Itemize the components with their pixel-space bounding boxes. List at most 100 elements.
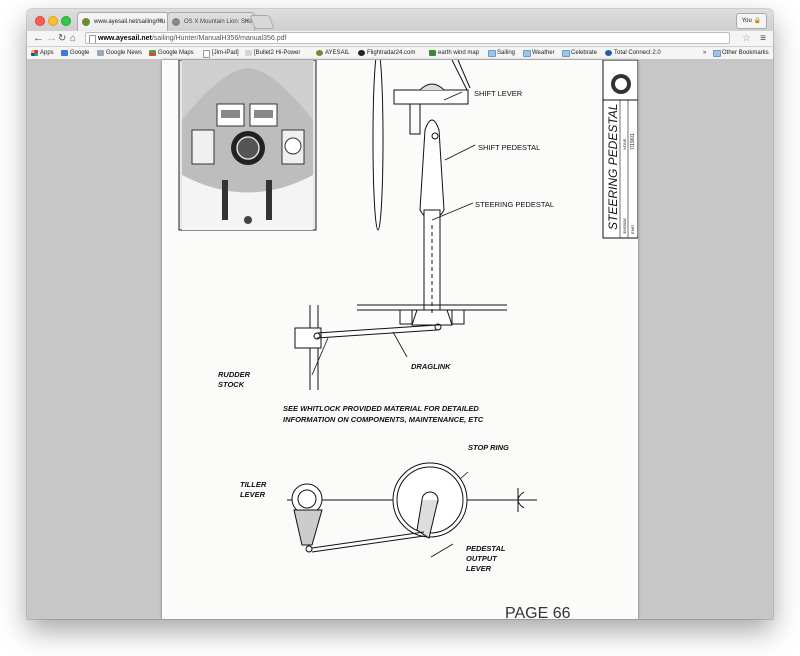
label-steering-pedestal: STEERING PEDESTAL bbox=[475, 200, 554, 209]
label-output: OUTPUT bbox=[466, 554, 498, 563]
bookmark-star-icon[interactable]: ☆ bbox=[742, 33, 751, 44]
bookmark-label: Google bbox=[70, 50, 90, 56]
bookmark-flightradar[interactable]: Flightradar24.com bbox=[358, 47, 415, 59]
folder-icon bbox=[523, 50, 531, 57]
label-stock: STOCK bbox=[218, 380, 245, 389]
overflow-chevron-icon: » bbox=[703, 50, 707, 56]
draglink-drawing bbox=[294, 305, 442, 390]
news-icon bbox=[97, 50, 104, 56]
label-output-lever: LEVER bbox=[466, 564, 492, 573]
tiller-drawing bbox=[287, 462, 537, 553]
bookmarks-overflow-button[interactable]: » bbox=[703, 47, 706, 59]
note-line-2: INFORMATION ON COMPONENTS, MAINTENANCE, … bbox=[283, 415, 484, 424]
bookmark-label: Flightradar24.com bbox=[367, 50, 416, 56]
tab-strip: www.ayesail.net/sailing/Hu ✕ OS X Mounta… bbox=[27, 9, 773, 31]
user-profile-label: You bbox=[741, 18, 752, 24]
title-block bbox=[602, 60, 638, 239]
forward-arrow-icon[interactable]: → bbox=[46, 32, 57, 44]
bookmark-label: AYESAIL bbox=[325, 50, 350, 56]
bookmark-ayesail[interactable]: AYESAIL bbox=[316, 47, 350, 59]
tab-ayesail[interactable]: www.ayesail.net/sailing/Hu ✕ bbox=[77, 12, 169, 31]
bookmark-label: Google Maps bbox=[158, 50, 194, 56]
pdf-viewer[interactable]: SHIFT LEVER SHIFT PEDESTAL STEERING PEDE… bbox=[27, 60, 773, 619]
pdf-page: SHIFT LEVER SHIFT PEDESTAL STEERING PEDE… bbox=[162, 60, 638, 619]
back-arrow-icon[interactable]: ← bbox=[33, 32, 44, 44]
bookmark-google[interactable]: Google bbox=[61, 47, 89, 59]
label-stop-ring: STOP RING bbox=[468, 443, 509, 452]
title-block-dwg-no: 3560008 bbox=[622, 218, 627, 234]
title-block-date: 7/19/01 bbox=[630, 133, 636, 150]
close-window-button[interactable] bbox=[35, 16, 45, 26]
tab-close-icon[interactable]: ✕ bbox=[244, 18, 250, 25]
bookmark-google-news[interactable]: Google News bbox=[97, 47, 142, 59]
bookmark-jim-ipad[interactable]: [Jim-iPad] bbox=[203, 47, 239, 59]
user-profile-button[interactable]: You 🔒 bbox=[735, 13, 767, 29]
bookmark-folder-celebrate[interactable]: Celebrate bbox=[562, 47, 597, 59]
bookmark-google-maps[interactable]: Google Maps bbox=[149, 47, 194, 59]
steering-drawing: SHIFT LEVER SHIFT PEDESTAL STEERING PEDE… bbox=[178, 60, 638, 619]
bookmark-other-bookmarks[interactable]: Other Bookmarks bbox=[713, 47, 769, 59]
bookmark-apps[interactable]: Apps bbox=[31, 47, 54, 59]
tab-label: OS X Mountain Lion: Shor bbox=[184, 19, 254, 25]
bookmark-bullet2[interactable]: [Bullet2 Hi-Power bbox=[245, 47, 300, 59]
tab-os-x[interactable]: OS X Mountain Lion: Shor ✕ bbox=[167, 12, 255, 31]
minimize-window-button[interactable] bbox=[48, 16, 58, 26]
bookmark-label: Other Bookmarks bbox=[722, 50, 769, 56]
page-icon bbox=[89, 35, 96, 43]
new-tab-button[interactable] bbox=[249, 15, 275, 29]
page-icon bbox=[245, 50, 252, 56]
pedestal-drawing bbox=[357, 60, 507, 326]
bookmarks-bar: Apps Google Google News Google Maps [Jim… bbox=[27, 47, 773, 60]
bookmark-label: earth wind map bbox=[438, 50, 480, 56]
plane-icon bbox=[358, 50, 365, 56]
bookmark-label: [Bullet2 Hi-Power bbox=[254, 50, 301, 56]
apps-grid-icon bbox=[31, 50, 38, 56]
menu-icon[interactable]: ≡ bbox=[760, 33, 766, 44]
title-block-title: STEERING PEDESTAL bbox=[606, 104, 620, 230]
map-icon bbox=[429, 50, 436, 56]
bookmark-label: Sailing bbox=[497, 50, 516, 56]
label-shift-lever: SHIFT LEVER bbox=[474, 89, 523, 98]
bookmark-label: Celebrate bbox=[571, 50, 598, 56]
ayesail-icon bbox=[316, 50, 323, 56]
google-icon bbox=[61, 50, 68, 56]
ayesail-favicon-icon bbox=[82, 18, 90, 26]
address-bar[interactable]: www.ayesail.net/sailing/Hunter/ManualH35… bbox=[85, 32, 730, 44]
title-block-scale: NONE bbox=[622, 138, 627, 150]
label-rudder: RUDDER bbox=[218, 370, 251, 379]
cockpit-photo bbox=[178, 60, 317, 231]
note-line-1: SEE WHITLOCK PROVIDED MATERIAL FOR DETAI… bbox=[283, 404, 479, 413]
folder-icon bbox=[562, 50, 570, 57]
leader-lines bbox=[311, 91, 476, 558]
zoom-window-button[interactable] bbox=[61, 16, 71, 26]
tab-label: www.ayesail.net/sailing/Hu bbox=[94, 19, 166, 25]
bookmark-label: Google News bbox=[106, 50, 143, 56]
lock-icon: 🔒 bbox=[753, 18, 761, 24]
bookmark-label: [Jim-iPad] bbox=[212, 50, 239, 56]
page-icon bbox=[203, 50, 210, 58]
browser-window: www.ayesail.net/sailing/Hu ✕ OS X Mounta… bbox=[27, 9, 773, 619]
bookmark-earth-wind-map[interactable]: earth wind map bbox=[429, 47, 479, 59]
label-shift-pedestal: SHIFT PEDESTAL bbox=[478, 143, 540, 152]
bookmark-label: Apps bbox=[40, 50, 54, 56]
bookmark-label: Weather bbox=[532, 50, 555, 56]
folder-icon bbox=[713, 50, 721, 57]
folder-icon bbox=[488, 50, 496, 57]
label-lever: LEVER bbox=[240, 490, 266, 499]
tc-icon bbox=[605, 50, 612, 56]
toolbar: ← → ↻ ⌂ www.ayesail.net/sailing/Hunter/M… bbox=[27, 31, 773, 47]
bookmark-folder-weather[interactable]: Weather bbox=[523, 47, 555, 59]
bookmark-label: Total Connect 2.0 bbox=[614, 50, 661, 56]
label-tiller: TILLER bbox=[240, 480, 267, 489]
title-block-drawn-by: EMG bbox=[630, 225, 635, 234]
url-host: www.ayesail.net bbox=[98, 35, 152, 42]
bookmark-folder-sailing[interactable]: Sailing bbox=[488, 47, 515, 59]
label-pedestal: PEDESTAL bbox=[466, 544, 506, 553]
bookmark-total-connect[interactable]: Total Connect 2.0 bbox=[605, 47, 661, 59]
reload-icon[interactable]: ↻ bbox=[58, 33, 67, 44]
home-icon[interactable]: ⌂ bbox=[70, 33, 77, 44]
apple-favicon-icon bbox=[172, 18, 180, 26]
url-path: /sailing/Hunter/ManualH356/manual356.pdf bbox=[151, 35, 287, 42]
label-draglink: DRAGLINK bbox=[411, 362, 451, 371]
tab-close-icon[interactable]: ✕ bbox=[158, 18, 164, 25]
